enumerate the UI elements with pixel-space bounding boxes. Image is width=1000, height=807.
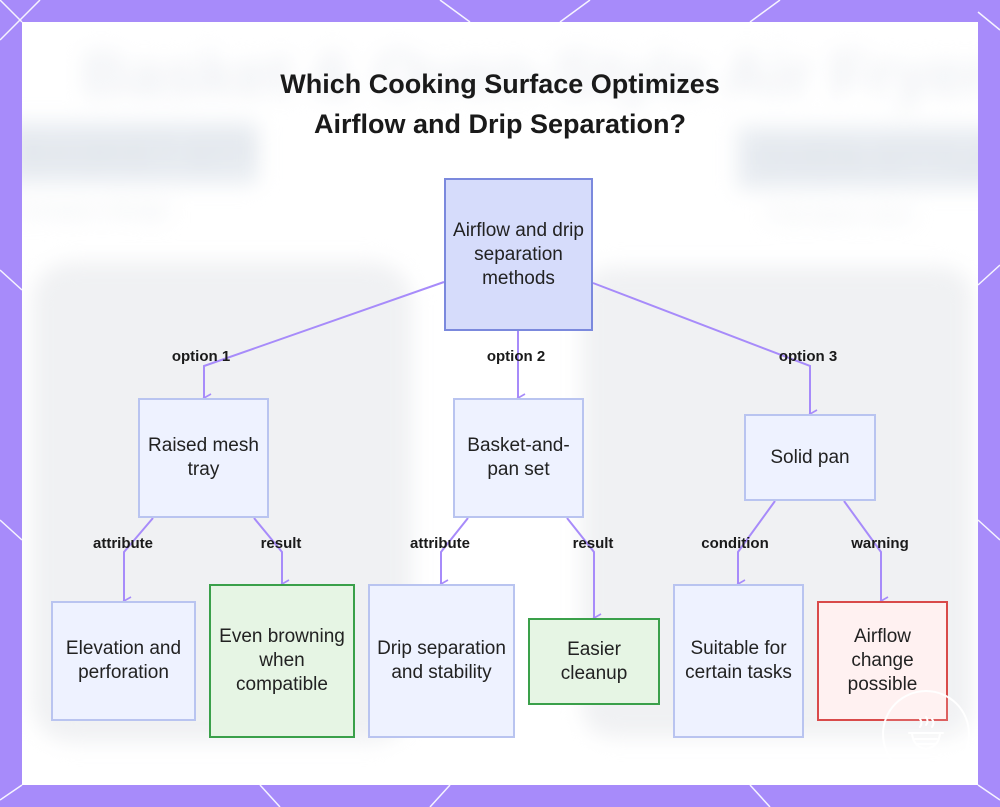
edge-label-option-3: option 3 bbox=[778, 348, 838, 365]
edge-label-attribute-2: attribute bbox=[410, 535, 470, 552]
edge-label-result-2: result bbox=[572, 535, 614, 552]
background-right-subtitle: Pull-down door bbox=[767, 202, 914, 227]
node-even-browning: Even browning when compatible bbox=[209, 584, 355, 738]
node-basket-and-pan-set: Basket-and-pan set bbox=[453, 398, 584, 518]
edge-tray-to-browning bbox=[253, 517, 290, 589]
edge-label-warning: warning bbox=[851, 535, 909, 552]
background-left-tag: BASKET-STYLE bbox=[22, 122, 258, 184]
cooking-pot-icon bbox=[908, 716, 944, 751]
edge-label-option-2: option 2 bbox=[486, 348, 546, 365]
edge-pan-to-suitable bbox=[736, 500, 776, 589]
edge-root-to-raised-mesh-tray bbox=[202, 281, 445, 403]
title-line-1: Which Cooking Surface Optimizes bbox=[280, 69, 720, 99]
node-drip-separation-and-stability: Drip separation and stability bbox=[368, 584, 515, 738]
node-elevation-and-perforation: Elevation and perforation bbox=[51, 601, 196, 721]
edge-label-option-1: option 1 bbox=[171, 348, 231, 365]
edge-set-to-cleanup bbox=[566, 517, 602, 623]
edge-label-result-1: result bbox=[260, 535, 302, 552]
node-raised-mesh-tray: Raised mesh tray bbox=[138, 398, 269, 518]
root-node: Airflow and drip separation methods bbox=[444, 178, 593, 331]
edge-pan-to-airflow-change bbox=[843, 500, 889, 606]
watermark-logo bbox=[882, 690, 970, 778]
edge-set-to-drip bbox=[439, 517, 469, 589]
background-left-subtitle: Compact design bbox=[22, 197, 171, 222]
title-line-2: Airflow and Drip Separation? bbox=[313, 109, 687, 139]
node-suitable-for-certain-tasks: Suitable for certain tasks bbox=[673, 584, 804, 738]
edge-label-attribute-1: attribute bbox=[93, 535, 153, 552]
edge-tray-to-elevation bbox=[122, 517, 154, 606]
background-heading: Basket & Oven-Style Air Fryers bbox=[82, 38, 978, 110]
node-easier-cleanup: Easier cleanup bbox=[528, 618, 660, 705]
node-solid-pan: Solid pan bbox=[744, 414, 876, 501]
page-title: Which Cooking Surface Optimizes Airflow … bbox=[0, 64, 1000, 144]
edge-root-to-solid-pan bbox=[592, 282, 818, 419]
background-right-tag: OVEN-STYLE bbox=[737, 127, 978, 189]
edge-label-condition: condition bbox=[701, 535, 769, 552]
